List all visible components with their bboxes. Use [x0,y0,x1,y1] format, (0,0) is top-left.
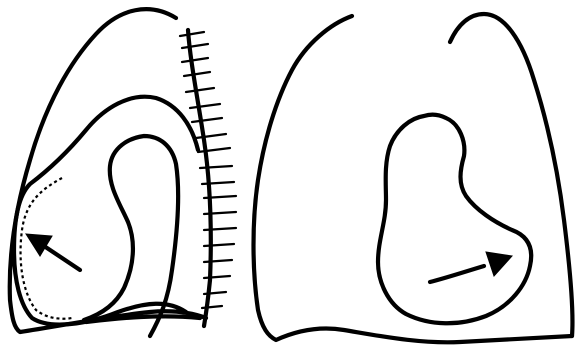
left-arrow [26,234,80,270]
spine [180,30,236,326]
right-panel [254,14,573,342]
right-panel-right-lung-outline [450,14,573,336]
left-panel [10,9,236,336]
right-arrow [430,252,512,282]
right-panel-left-lung-outline [254,16,573,342]
right-heart-silhouette [378,115,531,324]
